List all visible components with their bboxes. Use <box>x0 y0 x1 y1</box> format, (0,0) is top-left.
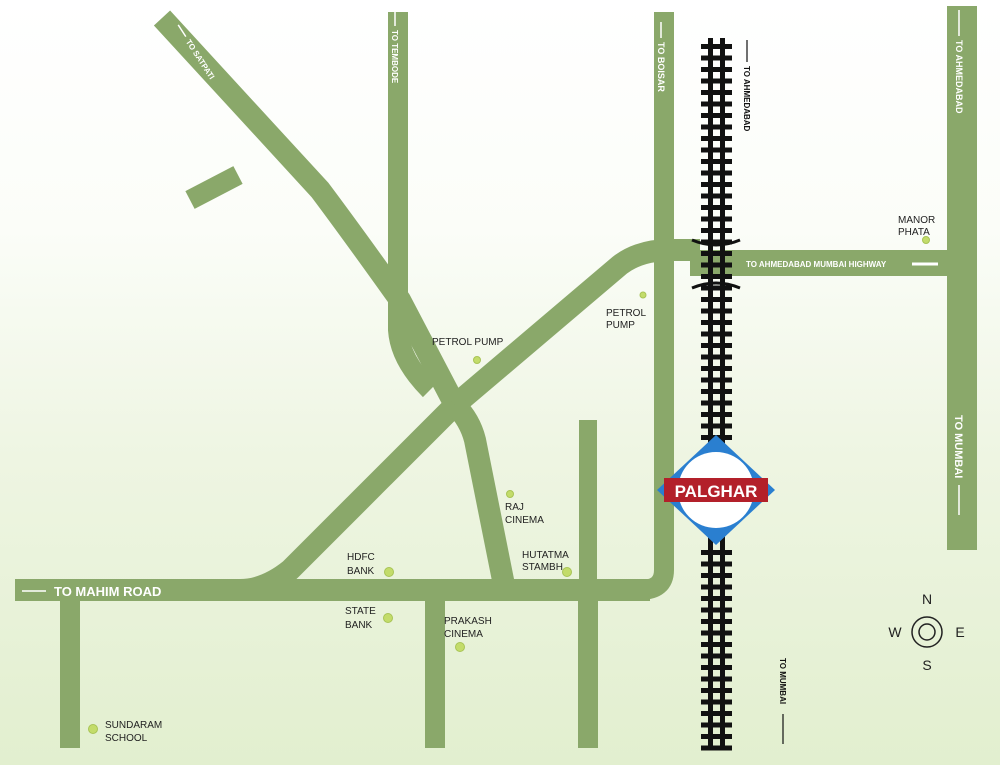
svg-text:PUMP: PUMP <box>606 320 635 331</box>
landmark-hdfc-bank[interactable]: HDFC BANK <box>347 552 394 577</box>
compass-south: S <box>922 657 931 673</box>
road-boisar <box>639 12 674 600</box>
label-highway: TO AHMEDABAD MUMBAI HIGHWAY <box>746 260 938 269</box>
compass-east: E <box>955 624 964 640</box>
svg-text:PETROL: PETROL <box>606 308 646 319</box>
landmark-petrol-pump-west[interactable]: PETROL PUMP <box>432 337 504 364</box>
road-tembode <box>388 12 438 398</box>
label-boisar: TO BOISAR <box>656 22 666 92</box>
landmark-sundaram-school[interactable]: SUNDARAM SCHOOL <box>88 720 163 744</box>
label-rail-south: TO MUMBAI <box>778 658 787 744</box>
railway-track <box>691 38 741 751</box>
landmark-manor-phata[interactable]: MANOR PHATA <box>898 215 935 244</box>
svg-text:TO TEMBODE: TO TEMBODE <box>390 30 399 84</box>
svg-text:BANK: BANK <box>347 566 375 577</box>
svg-text:PHATA: PHATA <box>898 227 930 238</box>
label-mumbai-road: TO MUMBAI <box>952 415 964 515</box>
svg-text:TO MUMBAI: TO MUMBAI <box>778 658 787 704</box>
svg-text:TO MAHIM ROAD: TO MAHIM ROAD <box>54 584 161 599</box>
palghar-station-logo[interactable]: PALGHAR <box>657 435 775 545</box>
road-network <box>15 6 977 748</box>
svg-text:HUTATMA: HUTATMA <box>522 550 569 561</box>
compass-north: N <box>922 591 932 607</box>
svg-text:STATE: STATE <box>345 606 376 617</box>
svg-text:PETROL PUMP: PETROL PUMP <box>432 337 504 348</box>
svg-text:TO MUMBAI: TO MUMBAI <box>952 415 964 478</box>
compass-west: W <box>888 624 902 640</box>
station-name: PALGHAR <box>675 482 758 501</box>
road-satpati-spur <box>185 166 243 209</box>
svg-text:SUNDARAM: SUNDARAM <box>105 720 162 731</box>
label-ahmedabad-road: TO AHMEDABAD <box>954 10 964 114</box>
landmark-raj-cinema[interactable]: RAJ CINEMA <box>505 490 544 527</box>
svg-text:PRAKASH: PRAKASH <box>444 616 492 627</box>
svg-text:MANOR: MANOR <box>898 215 935 226</box>
landmark-petrol-pump-east[interactable]: PETROL PUMP <box>606 291 647 331</box>
label-rail-north: TO AHMEDABAD <box>742 40 751 132</box>
svg-text:STAMBH: STAMBH <box>522 562 563 573</box>
label-mahim: TO MAHIM ROAD <box>22 584 161 599</box>
label-tembode: TO TEMBODE <box>390 12 399 84</box>
landmark-state-bank[interactable]: STATE BANK <box>345 606 393 631</box>
svg-text:BANK: BANK <box>345 620 373 631</box>
landmark-prakash-cinema[interactable]: PRAKASH CINEMA <box>444 616 492 652</box>
landmarks: MANOR PHATA PETROL PUMP PETROL PUMP RAJ … <box>88 215 935 744</box>
svg-text:TO AHMEDABAD MUMBAI HIGHWAY: TO AHMEDABAD MUMBAI HIGHWAY <box>746 260 887 269</box>
svg-text:CINEMA: CINEMA <box>444 629 483 640</box>
svg-text:HDFC: HDFC <box>347 552 375 563</box>
landmark-hutatma-stambh[interactable]: HUTATMA STAMBH <box>522 550 572 577</box>
road-junction-south <box>447 397 516 593</box>
compass-rose: N E S W <box>888 591 964 673</box>
svg-text:CINEMA: CINEMA <box>505 515 544 526</box>
svg-text:TO AHMEDABAD: TO AHMEDABAD <box>742 66 751 132</box>
svg-text:TO AHMEDABAD: TO AHMEDABAD <box>954 40 964 114</box>
svg-text:RAJ: RAJ <box>505 502 524 513</box>
svg-text:SCHOOL: SCHOOL <box>105 733 148 744</box>
svg-text:TO BOISAR: TO BOISAR <box>656 42 666 92</box>
